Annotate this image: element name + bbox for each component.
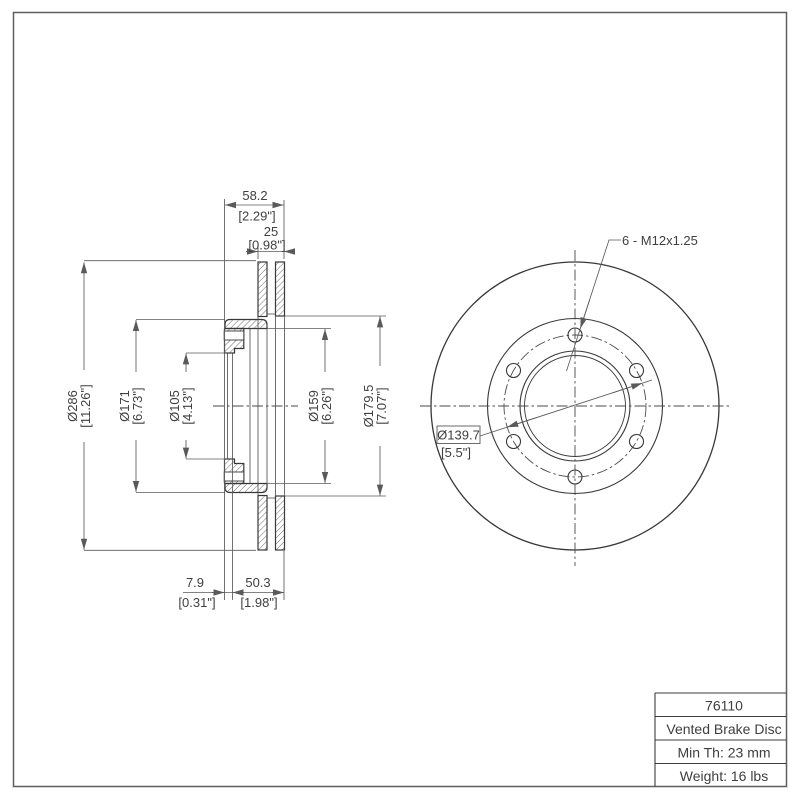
title-block: 76110 Vented Brake Disc Min Th: 23 mm We… — [654, 692, 787, 787]
frame-border — [12, 11, 788, 788]
dim-center-bore: Ø105 [4.13"] — [167, 353, 196, 459]
dim-plates-width: 25 [0.98"] — [246, 224, 295, 255]
bolt-pattern-callout: 6 - M12x1.25 — [566, 233, 698, 372]
hat-wall-upper — [224, 318, 268, 330]
dim-outer-diameter: Ø286 [11.26"] — [65, 262, 94, 550]
dim-friction-inner-mm: Ø179.5 — [361, 385, 376, 428]
dim-plates-width-inch: [0.98"] — [248, 238, 285, 253]
bolt-holes — [505, 327, 645, 485]
dim-bolt-circle: Ø139.7 [5.5"] — [436, 379, 653, 460]
weight: Weight: 16 lbs — [680, 768, 768, 784]
drawing-frame — [12, 11, 788, 788]
dim-overall-width-inch: [2.29"] — [238, 209, 275, 224]
dim-plates-width-mm: 25 — [264, 224, 278, 239]
stud-hole-lower — [223, 471, 245, 482]
dim-center-bore-inch: [4.13"] — [180, 387, 195, 424]
dim-hat-outer-mm: Ø171 — [117, 390, 132, 422]
dim-center-bore-mm: Ø105 — [167, 390, 182, 422]
dim-text-mask — [66, 370, 94, 442]
dim-hat-depth-mm: 50.3 — [245, 575, 270, 590]
bolt-hole — [628, 362, 645, 379]
outboard-plate-upper — [257, 261, 268, 318]
dim-hat-outer-diameter: Ø171 [6.73"] — [117, 320, 146, 492]
dimensions: Ø286 [11.26"] Ø171 [6.73"] Ø105 [4.13"] … — [65, 188, 390, 610]
dim-text-mask — [168, 372, 196, 440]
dim-flange-thickness-mm: 7.9 — [186, 575, 204, 590]
product-name: Vented Brake Disc — [666, 721, 781, 737]
dim-outer-diameter-mm: Ø286 — [65, 390, 80, 422]
bolt-pattern-label: 6 - M12x1.25 — [622, 233, 698, 248]
stud-hole-upper — [223, 330, 245, 341]
dim-bolt-circle-inch: [5.5"] — [441, 445, 471, 460]
title-block-grid — [654, 692, 787, 787]
inboard-plate-upper — [274, 261, 286, 317]
bolt-hole — [505, 362, 522, 379]
dim-hat-outer-inch: [6.73"] — [130, 387, 145, 424]
dim-bolt-circle-mm: Ø139.7 — [437, 428, 480, 443]
dim-outer-diameter-inch: [11.26"] — [78, 384, 93, 427]
dim-hat-inner-diameter: Ø159 [6.26"] — [306, 329, 335, 483]
dim-flange-and-hat-depth: 7.9 [0.31"] 50.3 [1.98"] — [178, 575, 284, 610]
dim-overall-width: 58.2 [2.29"] — [225, 188, 284, 224]
part-number: 76110 — [705, 698, 743, 714]
dim-hat-depth-inch: [1.98"] — [240, 595, 277, 610]
dim-hat-inner-mm: Ø159 — [306, 390, 321, 422]
outboard-plate-lower — [257, 494, 268, 551]
dim-flange-thickness-inch: [0.31"] — [178, 595, 215, 610]
inboard-plate-lower — [274, 495, 286, 551]
bolt-hole — [505, 433, 522, 450]
dim-text-mask — [118, 372, 146, 440]
bolt-hole — [628, 433, 645, 450]
section-view — [213, 261, 298, 551]
dim-hat-inner-inch: [6.26"] — [319, 387, 334, 424]
dim-text-mask — [362, 366, 390, 446]
hat-wall-lower — [224, 482, 268, 494]
dim-text-mask — [307, 372, 335, 440]
dim-friction-inner-inch: [7.07"] — [374, 387, 389, 424]
front-view: Ø139.7 [5.5"] 6 - M12x1.25 — [420, 233, 731, 566]
extension-lines — [84, 199, 386, 600]
min-thickness: Min Th: 23 mm — [677, 745, 770, 761]
dim-friction-inner-diameter: Ø179.5 [7.07"] — [361, 316, 390, 496]
dim-overall-width-mm: 58.2 — [242, 188, 267, 203]
bolt-circle-label-box — [436, 425, 481, 444]
